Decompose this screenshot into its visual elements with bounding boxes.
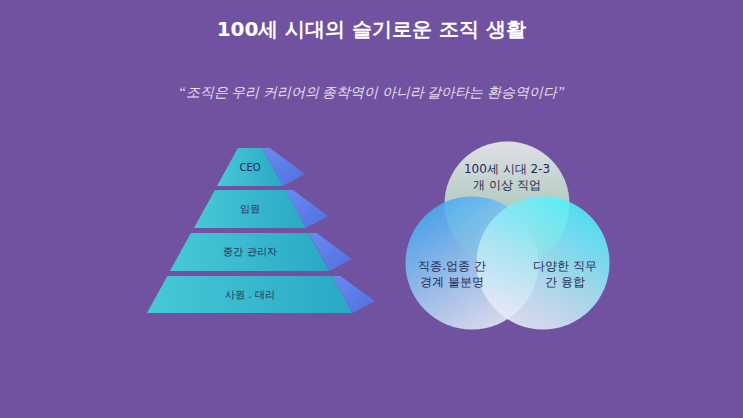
pyramid-level: CEO <box>217 148 283 186</box>
pyramid-level: 중간 관리자 <box>170 233 329 271</box>
level-label: 중간 관리자 <box>170 245 329 259</box>
level-label: CEO <box>217 162 283 173</box>
level-label: 임원 <box>194 202 306 216</box>
pyramid-level: 임원 <box>194 190 306 228</box>
circle-label: 직종.업종 간 경계 불분명 <box>411 259 493 290</box>
venn-circle: 다양한 직무 간 융합 <box>476 196 610 330</box>
pyramid-level: 사원 . 대리 <box>147 276 353 313</box>
circle-label: 다양한 직무 간 융합 <box>529 259 601 290</box>
quote: “조직은 우리 커리어의 종착역이 아니라 갈아타는 환승역이다” <box>0 84 743 102</box>
level-label: 사원 . 대리 <box>147 288 353 302</box>
title: 100세 시대의 슬기로운 조직 생활 <box>0 16 743 43</box>
circle-label: 100세 시대 2-3개 이상 직업 <box>461 162 553 193</box>
